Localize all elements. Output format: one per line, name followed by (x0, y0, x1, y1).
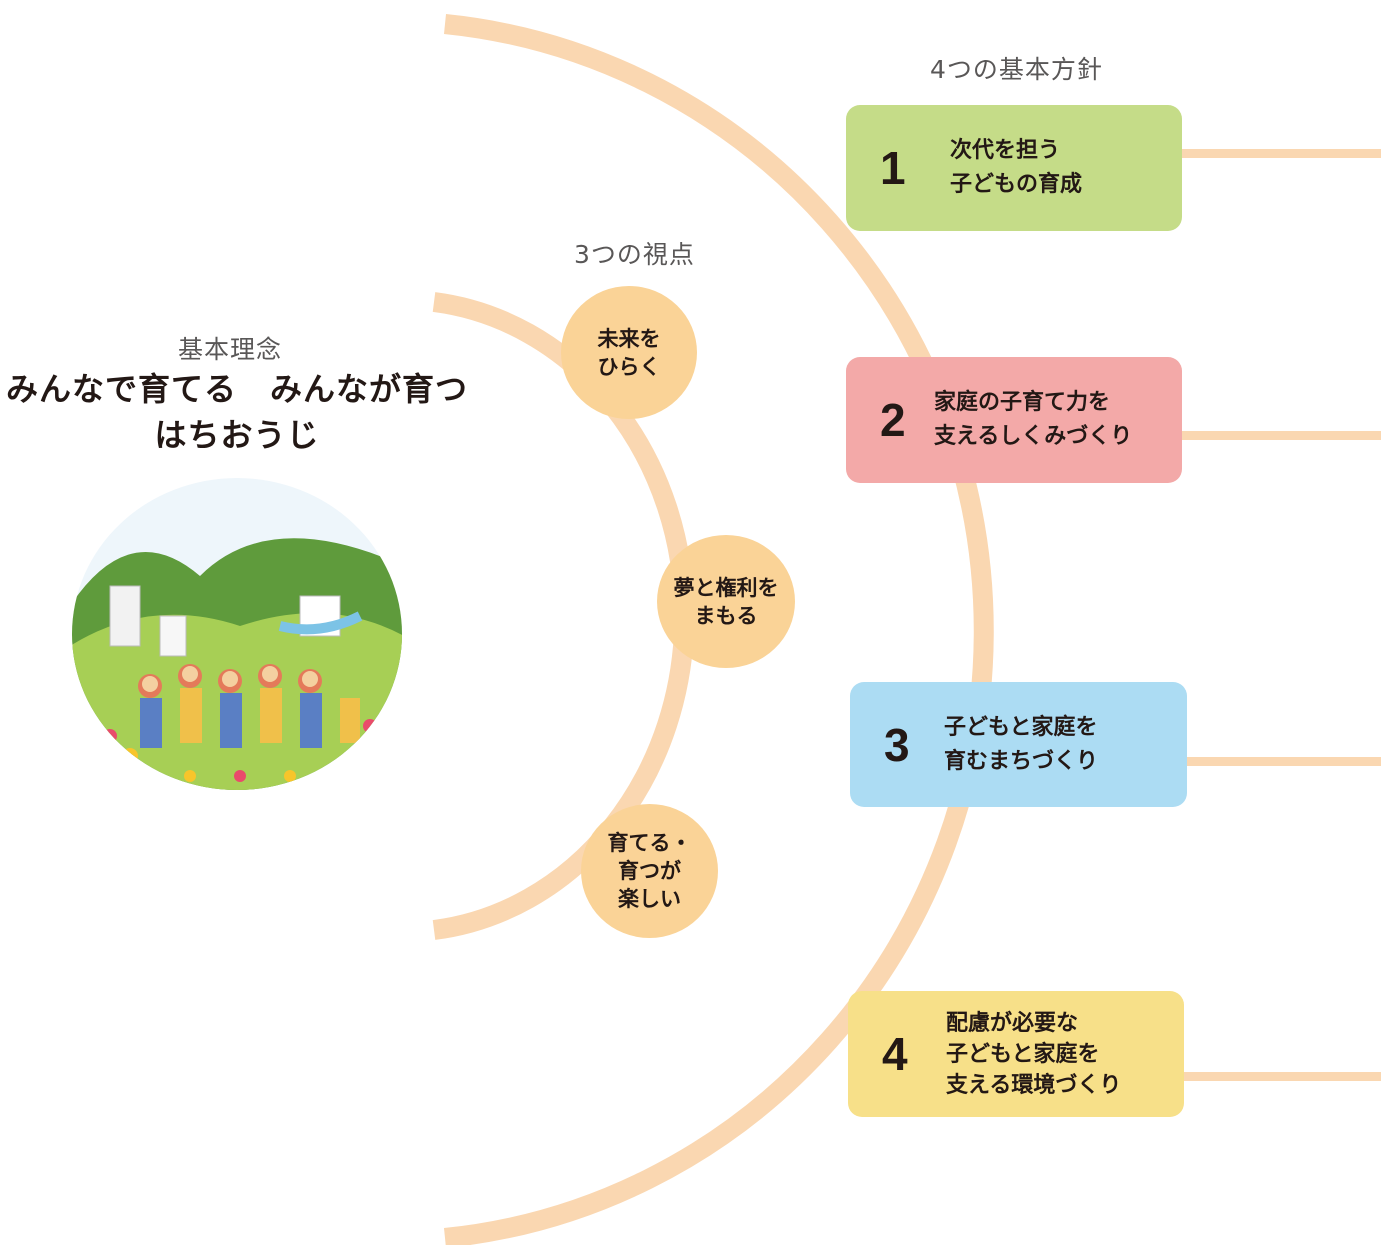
connector-policy-1 (1180, 149, 1381, 158)
community-illustration (72, 478, 402, 790)
policy-1: 1 次代を担う 子どもの育成 (846, 105, 1182, 231)
policy-1-line2: 子どもの育成 (950, 172, 1083, 197)
viewpoint-1: 未来を ひらく (561, 286, 697, 419)
viewpoint-3-line1: 育てる・ (607, 831, 692, 855)
policy-3-line2: 育むまちづくり (944, 748, 1099, 774)
viewpoint-2-line1: 夢と権利を (673, 575, 779, 600)
viewpoint-3: 育てる・ 育つが 楽しい (581, 804, 718, 938)
policy-4-number: 4 (882, 1028, 908, 1080)
policy-4-line2: 子どもと家庭を (946, 1041, 1100, 1067)
viewpoint-3-line3: 楽しい (618, 887, 681, 911)
policy-2: 2 家庭の子育て力を 支えるしくみづくり (846, 357, 1182, 483)
outer-arc (443, 14, 994, 1245)
philosophy-heading: 基本理念 (178, 335, 283, 364)
policy-2-line1: 家庭の子育て力を (934, 390, 1111, 415)
policy-1-number: 1 (880, 142, 906, 194)
policy-3-number: 3 (884, 718, 910, 771)
connector-policy-3 (1185, 757, 1381, 766)
philosophy-title-line2: はちおうじ (154, 416, 320, 454)
policy-3-line1: 子どもと家庭を (944, 714, 1098, 740)
philosophy-title-line1: みんなで育てる みんなが育つ (5, 370, 468, 408)
policies-heading: 4つの基本方針 (930, 55, 1103, 84)
policy-4-line1: 配慮が必要な (946, 1010, 1079, 1036)
policy-3: 3 子どもと家庭を 育むまちづくり (850, 682, 1187, 807)
viewpoint-2-line2: まもる (694, 603, 758, 628)
connector-policy-4 (1182, 1072, 1381, 1081)
viewpoint-3-line2: 育つが (618, 859, 681, 883)
policy-4-line3: 支える環境づくり (946, 1072, 1122, 1098)
viewpoints-heading: 3つの視点 (574, 240, 695, 269)
viewpoint-2: 夢と権利を まもる (657, 535, 795, 668)
policy-4: 4 配慮が必要な 子どもと家庭を 支える環境づくり (848, 991, 1184, 1117)
viewpoint-1-line2: ひらく (597, 354, 661, 379)
policy-1-line1: 次代を担う (950, 138, 1061, 163)
policy-2-line2: 支えるしくみづくり (934, 424, 1133, 449)
connector-policy-2 (1180, 431, 1381, 440)
viewpoint-1-line1: 未来を (597, 326, 661, 351)
policy-2-number: 2 (880, 394, 906, 446)
